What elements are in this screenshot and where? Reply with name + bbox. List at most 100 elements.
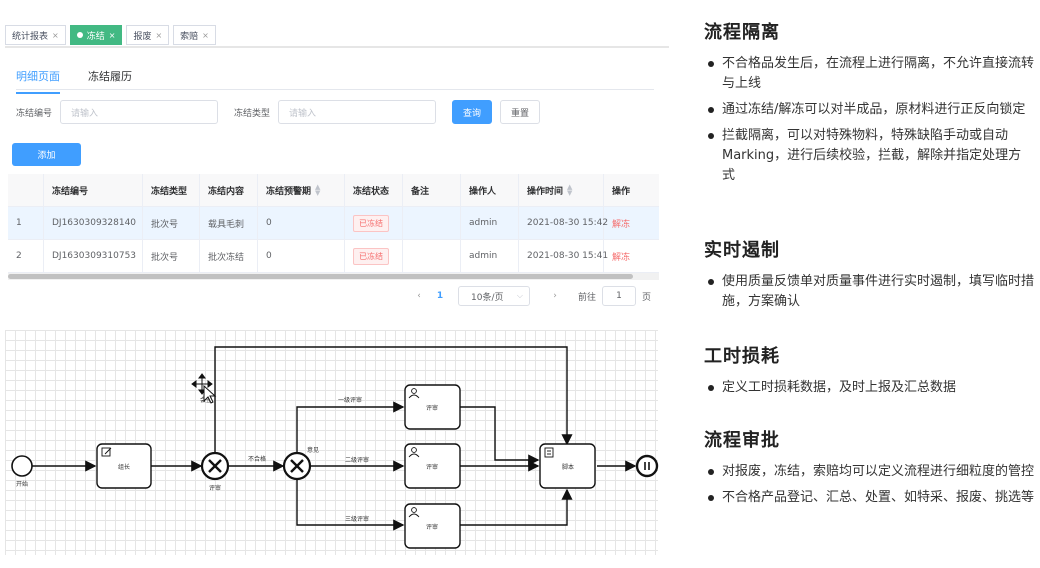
search-form: 冻结编号 请输入 冻结类型 请输入 查询 重置 — [16, 100, 541, 124]
close-icon[interactable]: × — [155, 30, 163, 40]
close-icon[interactable]: × — [52, 30, 59, 40]
header-index — [8, 174, 44, 206]
header-status: 冻结状态 — [345, 174, 403, 206]
edge-level3 — [296, 480, 405, 531]
goto-label: 前往 — [578, 292, 597, 303]
move-cursor-icon — [191, 373, 217, 404]
cell-warning: 0 — [258, 207, 345, 239]
edge-level1 — [296, 401, 405, 452]
table-row[interactable]: 1 DJ1630309328140 批次号 载具毛刺 0 已冻结 admin 2… — [8, 207, 659, 240]
task-group-leader[interactable] — [96, 443, 152, 489]
cell-operator: admin — [461, 207, 519, 239]
tab-report[interactable]: 统计报表 × — [5, 25, 66, 45]
divider — [16, 89, 654, 90]
task-label: 评审 — [426, 523, 438, 531]
table-row[interactable]: 2 DJ1630309310753 批次号 批次冻结 0 已冻结 admin 2… — [8, 240, 659, 273]
chevron-down-icon: ⌵ — [516, 291, 523, 300]
edge-fail-label: 不合格 — [248, 455, 266, 463]
reset-button[interactable]: 重置 — [500, 100, 541, 124]
cell-code: DJ1630309310753 — [44, 240, 143, 272]
active-dot-icon — [76, 32, 83, 38]
freeze-code-input[interactable]: 请输入 — [60, 100, 219, 124]
header-type: 冻结类型 — [143, 174, 200, 206]
gateway-label: 评审 — [209, 484, 221, 492]
cell-index: 2 — [8, 240, 44, 272]
freeze-table: 冻结编号 冻结类型 冻结内容 冻结预警期▲▼ 冻结状态 备注 操作人 操作时间▲… — [8, 174, 659, 273]
user-icon — [408, 388, 420, 399]
script-icon — [544, 447, 554, 458]
list-item: 不合格品发生后，在流程上进行隔离，不允许直接流转与上线 — [704, 54, 1034, 94]
end-event[interactable] — [635, 454, 659, 478]
subtab-detail[interactable]: 明细页面 — [16, 68, 60, 94]
section-process-isolation: 流程隔离 不合格品发生后，在流程上进行隔离，不允许直接流转与上线 通过冻结/解冻… — [704, 18, 1034, 192]
section-labor-loss: 工时损耗 定义工时损耗数据，及时上报及汇总数据 — [704, 342, 1034, 404]
header-label: 冻结预警期 — [266, 186, 312, 197]
cell-warning: 0 — [258, 240, 345, 272]
close-icon[interactable]: × — [108, 30, 116, 40]
table-header: 冻结编号 冻结类型 冻结内容 冻结预警期▲▼ 冻结状态 备注 操作人 操作时间▲… — [8, 174, 659, 207]
cell-type: 批次号 — [143, 207, 200, 239]
cell-remark — [403, 240, 461, 272]
tab-claim[interactable]: 索赔 × — [173, 25, 216, 45]
task-label: 组长 — [118, 463, 130, 471]
list-item: 拦截隔离，可以对特殊物料，特殊缺陷手动或自动Marking，进行后续校验，拦截，… — [704, 126, 1034, 186]
list-item: 不合格产品登记、汇总、处置、如特采、报废、挑选等 — [704, 488, 1034, 508]
tab-scrap[interactable]: 报废 × — [126, 25, 170, 45]
task-label: 脚本 — [562, 463, 574, 471]
freeze-code-label: 冻结编号 — [16, 108, 53, 119]
edge-level3-label: 三级评审 — [345, 515, 369, 523]
unfreeze-link[interactable]: 解冻 — [612, 219, 631, 230]
add-button[interactable]: 添加 — [12, 143, 81, 166]
task-review-3[interactable]: 评审 — [404, 503, 461, 549]
next-page-icon[interactable]: › — [553, 291, 557, 301]
close-icon[interactable]: × — [202, 30, 209, 40]
sort-icon[interactable]: ▲▼ — [315, 183, 321, 197]
goto-page-input[interactable]: 1 — [602, 286, 637, 306]
status-badge: 已冻结 — [353, 247, 389, 265]
header-warning[interactable]: 冻结预警期▲▼ — [258, 174, 345, 206]
prev-page-icon[interactable]: ‹ — [417, 291, 421, 301]
list-item: 对报废，冻结，索赔均可以定义流程进行细粒度的管控 — [704, 462, 1034, 482]
gateway-top-label: 会签 — [200, 396, 212, 404]
header-label: 操作时间 — [527, 186, 564, 197]
header-remark: 备注 — [403, 174, 461, 206]
edge-level2-label: 二级评审 — [345, 456, 369, 464]
status-badge: 已冻结 — [353, 214, 389, 232]
task-script[interactable] — [539, 443, 596, 489]
cell-action: 解冻 — [604, 207, 659, 239]
page-number[interactable]: 1 — [436, 291, 444, 301]
sub-tabs: 明细页面 冻结履历 — [16, 68, 132, 94]
section-realtime-containment: 实时遏制 使用质量反馈单对质量事件进行实时遏制，填写临时措施，方案确认 — [704, 236, 1034, 318]
pagination: ‹ 1 10条/页 ⌵ › 前往 1 页 — [410, 286, 651, 306]
tab-freeze[interactable]: 冻结 × — [69, 25, 123, 45]
edge-review3-script — [460, 488, 573, 526]
edge-level1-label: 一级评审 — [338, 396, 362, 404]
tab-label: 索赔 — [180, 31, 199, 42]
horizontal-scrollbar[interactable] — [8, 274, 633, 279]
header-time[interactable]: 操作时间▲▼ — [519, 174, 604, 206]
list-item: 定义工时损耗数据，及时上报及汇总数据 — [704, 378, 1034, 398]
page-size-value: 10条/页 — [471, 292, 504, 303]
cell-action: 解冻 — [604, 240, 659, 272]
divider — [5, 46, 669, 48]
task-review-1[interactable]: 评审 — [404, 384, 461, 430]
edge-review1-script — [460, 406, 540, 466]
tab-label: 报废 — [133, 31, 152, 42]
cell-index: 1 — [8, 207, 44, 239]
cell-content: 载具毛刺 — [200, 207, 258, 239]
sort-icon[interactable]: ▲▼ — [567, 183, 573, 197]
task-review-2[interactable]: 评审 — [404, 443, 461, 489]
page-size-select[interactable]: 10条/页 ⌵ — [458, 286, 530, 306]
header-code: 冻结编号 — [44, 174, 143, 206]
list-item: 使用质量反馈单对质量事件进行实时遏制，填写临时措施，方案确认 — [704, 272, 1034, 312]
tab-label: 冻结 — [86, 31, 105, 42]
cell-remark — [403, 207, 461, 239]
start-event[interactable] — [11, 455, 33, 477]
unfreeze-link[interactable]: 解冻 — [612, 252, 631, 263]
freeze-type-input[interactable]: 请输入 — [278, 100, 437, 124]
cell-operator: admin — [461, 240, 519, 272]
subtab-history[interactable]: 冻结履历 — [88, 70, 132, 83]
diagram-canvas: 开始 组长 评审 会签 不合格 意见 — [11, 346, 659, 549]
edge-branch-label: 意见 — [307, 446, 319, 454]
search-button[interactable]: 查询 — [452, 100, 493, 124]
